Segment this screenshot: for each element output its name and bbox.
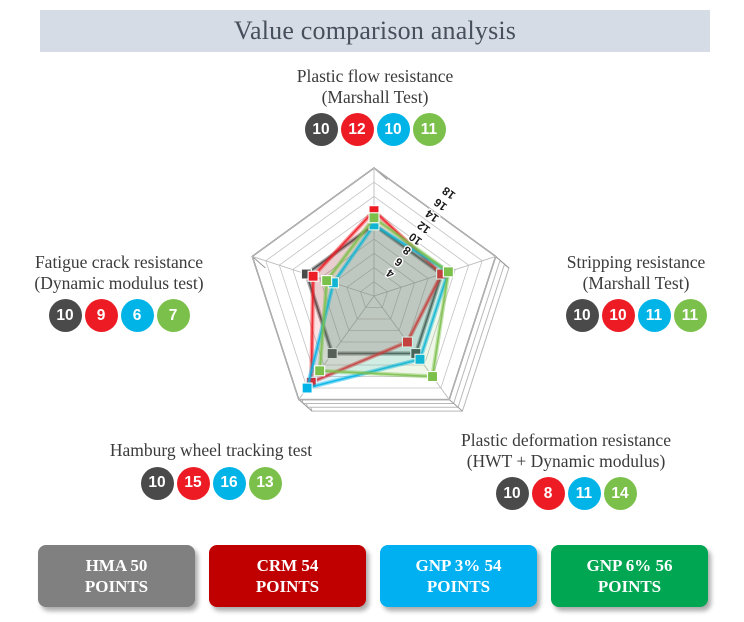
axis-label-line2: (Marshall Test) <box>582 272 690 293</box>
badge-2: 10 <box>376 113 410 147</box>
badge-1: 9 <box>84 299 118 333</box>
badge-2: 11 <box>567 477 601 511</box>
radar-marker <box>442 266 454 278</box>
legend-item-label-line1: HMA 50 <box>85 555 148 575</box>
legend-item-label-line2: POINTS <box>255 577 320 596</box>
radar-marker <box>314 365 326 377</box>
radar-marker <box>307 270 319 282</box>
legend-item-label-line2: POINTS <box>84 577 149 596</box>
legend-item-label-line1: CRM 54 <box>256 555 319 575</box>
legend-item-label-line1: GNP 6% 56 <box>586 555 673 575</box>
radar-series-3 <box>314 212 454 383</box>
legend-item-3[interactable]: GNP 6% 56 POINTS <box>551 545 708 607</box>
legend-item-label-line2: POINTS <box>426 577 491 596</box>
radar-marker <box>401 336 413 348</box>
badge-3: 7 <box>156 299 190 333</box>
page-title-bar: Value comparison analysis <box>40 10 710 52</box>
badge-0: 10 <box>304 113 338 147</box>
axis-group-plastic-deformation-resistance: Plastic deformation resistance (HWT + Dy… <box>420 430 712 511</box>
badge-3: 11 <box>412 113 446 147</box>
badge-3: 13 <box>248 466 282 500</box>
axis-label-line2: (Marshall Test) <box>321 86 429 107</box>
badge-2: 16 <box>212 466 246 500</box>
axis-label-line1: Plastic deformation resistance <box>461 430 671 450</box>
badge-2: 6 <box>120 299 154 333</box>
legend-item-2[interactable]: GNP 3% 54 POINTS <box>380 545 537 607</box>
radar-marker <box>321 275 333 287</box>
radar-series-group <box>300 205 454 394</box>
badge-1: 8 <box>531 477 565 511</box>
badge-0: 10 <box>565 299 599 333</box>
badge-0: 10 <box>495 477 529 511</box>
radar-series-1 <box>305 205 448 388</box>
axis-label-line1: Hamburg wheel tracking test <box>109 440 313 460</box>
badge-1: 15 <box>176 466 210 500</box>
legend-item-0[interactable]: HMA 50 POINTS <box>38 545 195 607</box>
legend-item-label-line1: GNP 3% 54 <box>415 555 502 575</box>
axis-group-plastic-flow-resistance: Plastic flow resistance (Marshall Test) … <box>252 66 498 147</box>
badge-2: 11 <box>637 299 671 333</box>
axis-label-line2: (Dynamic modulus test) <box>34 272 204 293</box>
radar-marker <box>326 347 338 360</box>
axis-label-line1: Fatigue crack resistance <box>34 252 204 272</box>
badge-0: 10 <box>48 299 82 333</box>
axis-label-line1: Plastic flow resistance <box>296 66 454 86</box>
legend-item-label-line2: POINTS <box>597 577 662 596</box>
axis-label-line2: (HWT + Dynamic modulus) <box>466 450 666 471</box>
page-title: Value comparison analysis <box>233 16 517 45</box>
radar-marker <box>426 370 439 383</box>
badge-1: 12 <box>340 113 374 147</box>
radar-marker <box>301 382 313 394</box>
badge-3: 14 <box>603 477 637 511</box>
radar-shell-edges <box>251 167 510 412</box>
badge-0: 10 <box>140 466 174 500</box>
badge-1: 10 <box>601 299 635 333</box>
legend-item-1[interactable]: CRM 54 POINTS <box>209 545 366 607</box>
radar-marker <box>414 353 426 365</box>
axis-group-fatigue-crack-resistance: Fatigue crack resistance (Dynamic modulu… <box>2 252 236 333</box>
radar-marker <box>368 212 380 224</box>
badge-3: 11 <box>673 299 707 333</box>
axis-label-line1: Stripping resistance <box>566 252 706 272</box>
